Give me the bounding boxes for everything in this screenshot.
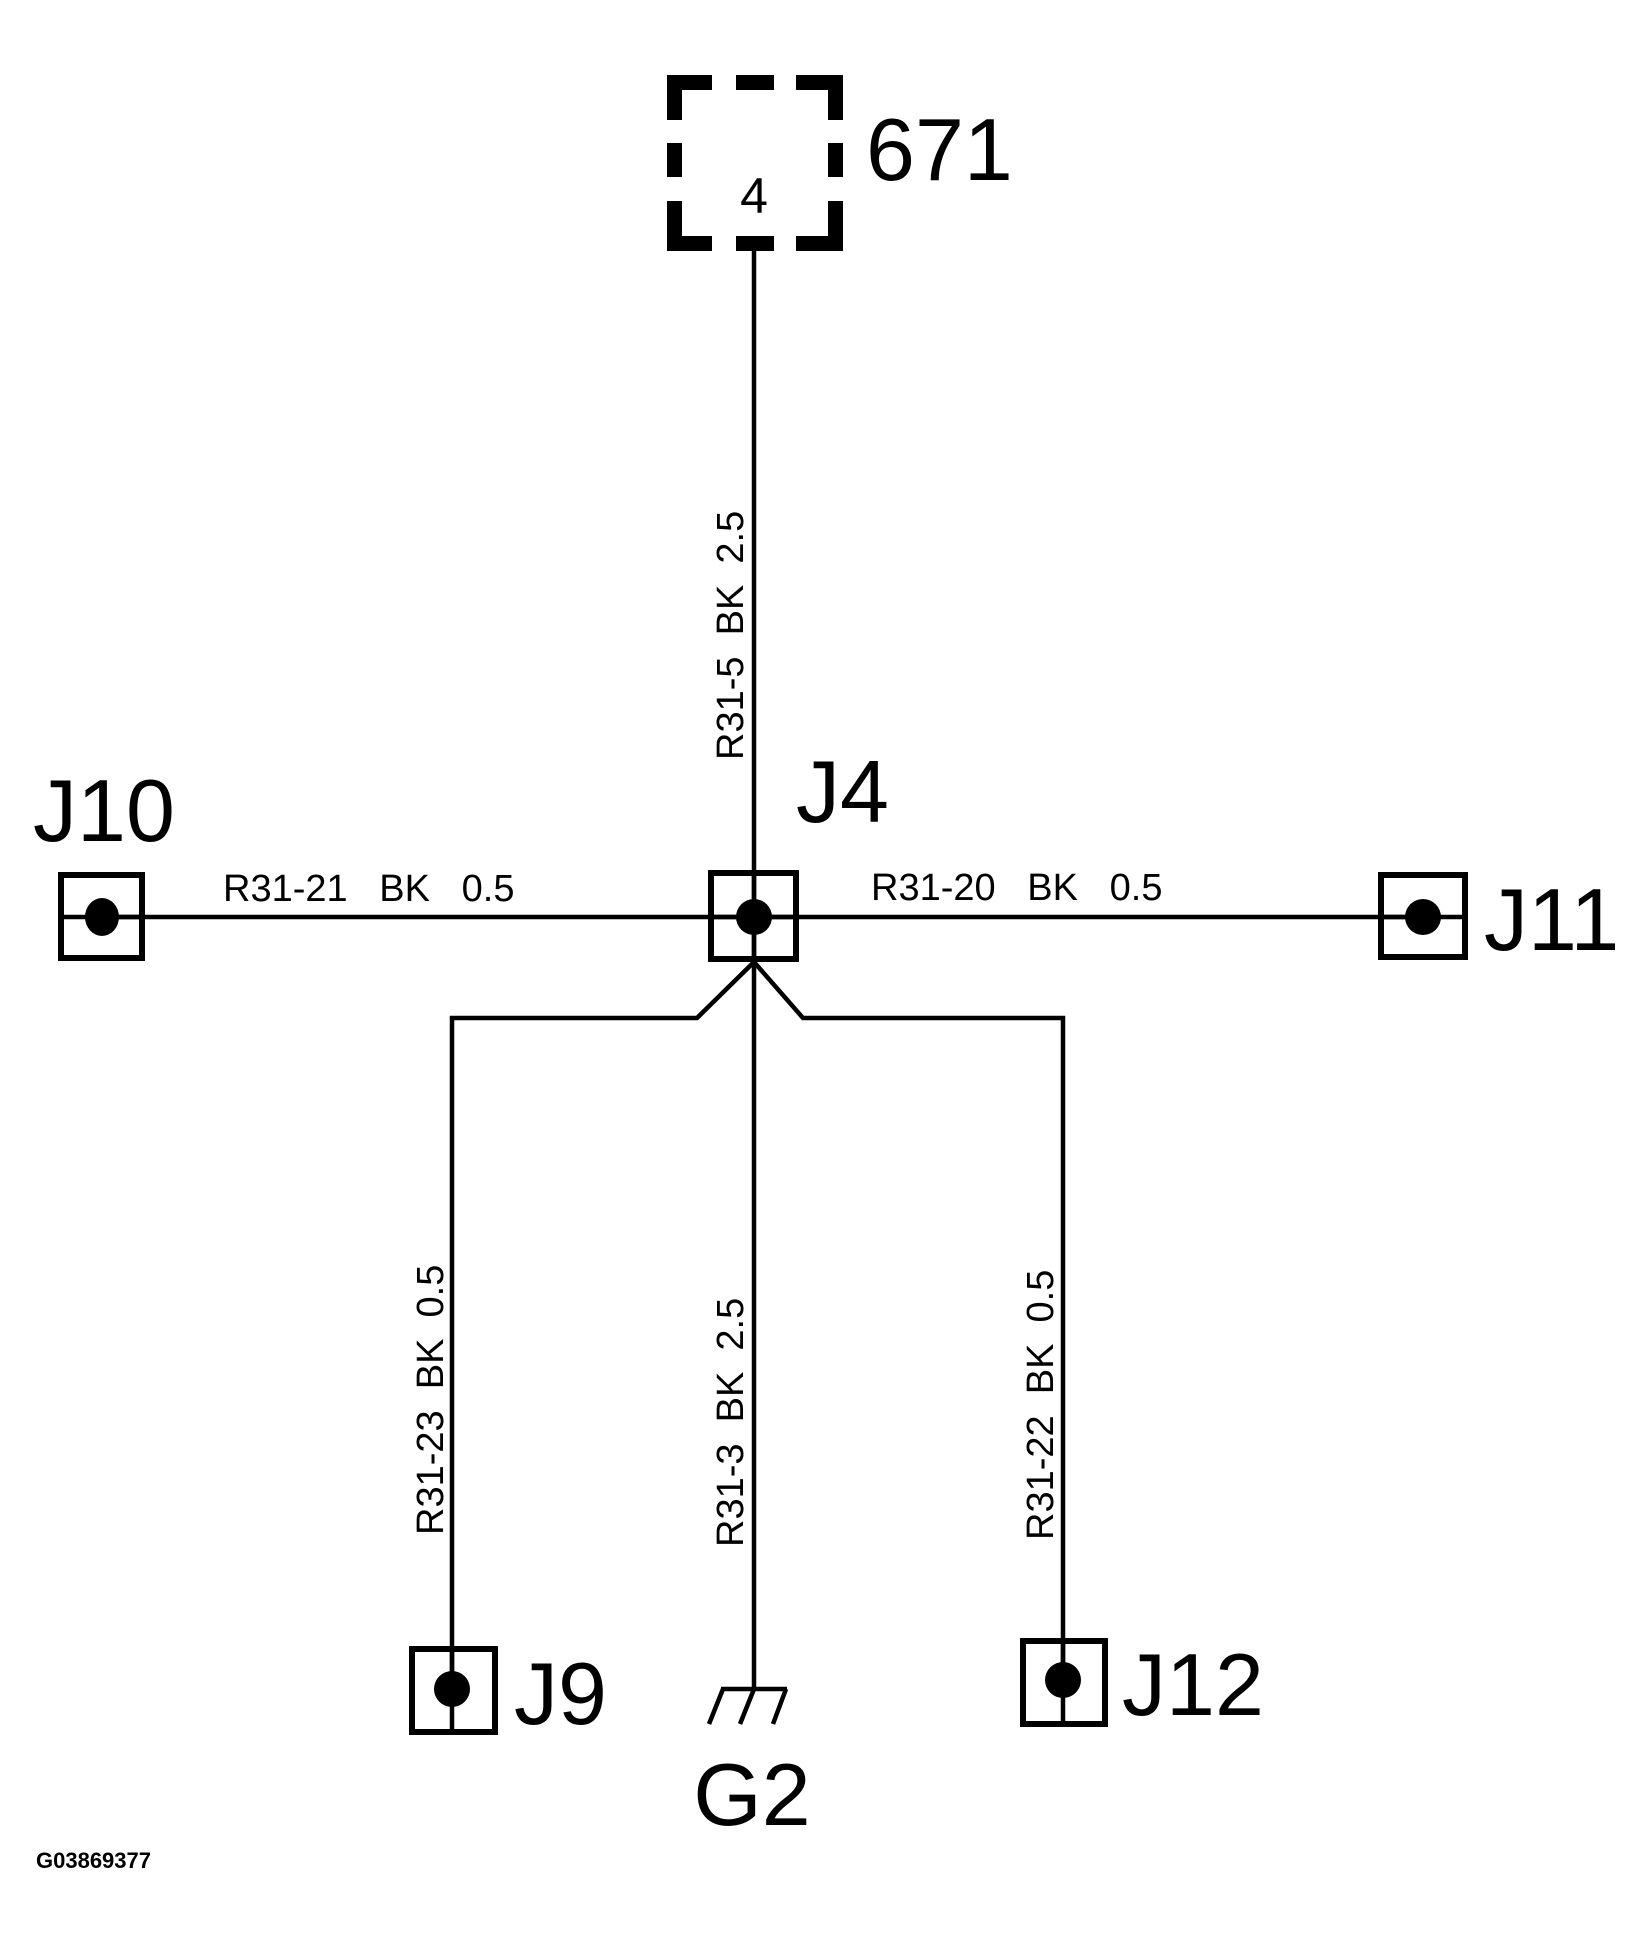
wire-r31-23[interactable] [449, 960, 756, 1689]
wire-labels: R31-5 BK 2.5 R31-21 BK 0.5 R31-20 BK 0.5… [223, 511, 1163, 1547]
wire-label-r31-23: R31-23 BK 0.5 [410, 1265, 452, 1535]
connector-ref-label: J9 [514, 1644, 607, 1743]
wire-label-r31-5: R31-5 BK 2.5 [710, 511, 752, 760]
splice-j4[interactable]: J4 [708, 742, 889, 962]
connector-ref-label: J10 [33, 761, 175, 860]
wire-r31-22[interactable] [752, 960, 1066, 1680]
wire-label-r31-22: R31-22 BK 0.5 [1020, 1270, 1062, 1540]
connector-dot-icon [1405, 899, 1441, 935]
connector-j11[interactable]: J11 [1378, 870, 1619, 969]
connector-j12[interactable]: J12 [1020, 1635, 1264, 1734]
connector-dot-icon [1045, 1662, 1081, 1698]
ground-icon [706, 1686, 789, 1725]
component-pin-label: 4 [740, 168, 768, 224]
connector-j9[interactable]: J9 [409, 1644, 607, 1743]
splice-dot-icon [736, 899, 772, 935]
wires [102, 236, 1423, 1689]
ground-g2[interactable]: G2 [693, 1686, 811, 1844]
connector-dot-icon [434, 1671, 470, 1707]
connector-j10[interactable]: J10 [33, 761, 175, 961]
wire-label-r31-3: R31-3 BK 2.5 [710, 1298, 752, 1547]
component-ref-label: 671 [866, 100, 1013, 199]
connector-ref-label: J11 [1484, 870, 1619, 969]
dashed-box-icon [667, 75, 843, 251]
ground-ref-label: G2 [693, 1745, 810, 1844]
wire-label-r31-21: R31-21 BK 0.5 [223, 868, 515, 910]
connector-ref-label: J12 [1122, 1635, 1264, 1734]
wire-label-r31-20: R31-20 BK 0.5 [871, 867, 1163, 909]
connector-dot-icon [85, 898, 119, 936]
figure-id: G03869377 [36, 1848, 151, 1873]
splice-ref-label: J4 [796, 742, 889, 841]
component-671[interactable]: 4 671 [667, 75, 1013, 251]
